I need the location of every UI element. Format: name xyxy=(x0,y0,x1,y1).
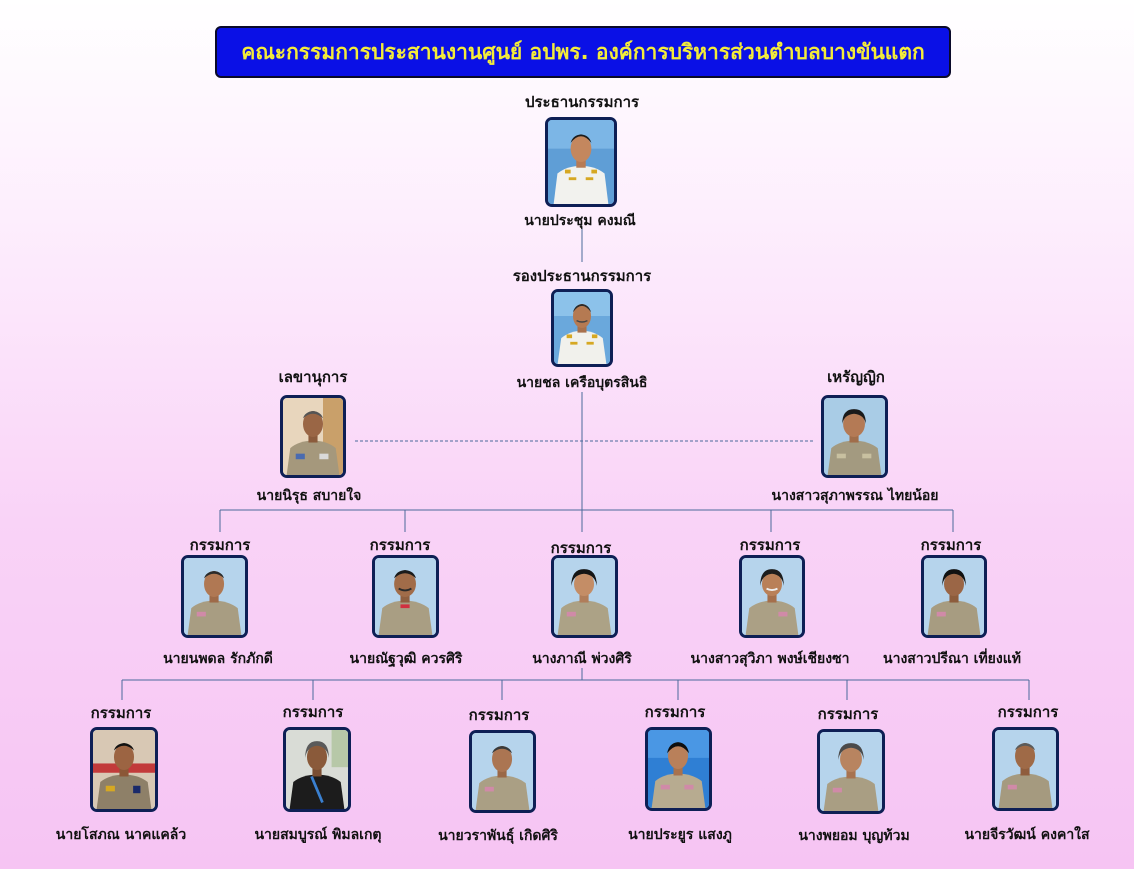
committee-row2-1-photo xyxy=(90,727,158,812)
chairman-role: ประธานกรรมการ xyxy=(524,93,640,111)
committee-row2-5-photo xyxy=(817,729,885,814)
committee-row1-5-role: กรรมการ xyxy=(920,536,982,554)
committee-row1-3-name: นางภาณี พ่วงศิริ xyxy=(532,651,632,667)
committee-row2-4-name: นายประยูร แสงภู xyxy=(628,827,732,843)
secretary-name: นายนิรุธ สบายใจ xyxy=(256,488,362,504)
secretary-role: เลขานุการ xyxy=(278,368,348,386)
committee-row2-6-photo xyxy=(992,727,1059,811)
committee-row1-2-name: นายณัฐวุฒิ ควรศิริ xyxy=(349,651,463,667)
committee-row1-5-photo xyxy=(921,555,987,638)
person-khaki-uniform-icon xyxy=(820,732,882,811)
committee-row2-4-role: กรรมการ xyxy=(644,703,706,721)
person-khaki-uniform-icon xyxy=(648,730,709,808)
committee-row2-1-role: กรรมการ xyxy=(90,704,152,722)
committee-row2-4-photo xyxy=(645,727,712,811)
committee-row2-6-name: นายจีรวัฒน์ คงคาใส xyxy=(964,827,1090,843)
committee-row1-1-role: กรรมการ xyxy=(189,536,251,554)
person-khaki-uniform-icon xyxy=(184,558,245,635)
person-white-uniform-icon xyxy=(554,292,610,364)
committee-row1-4-photo xyxy=(739,555,805,638)
treasurer-name: นางสาวสุภาพรรณ ไทยน้อย xyxy=(771,488,939,504)
committee-row1-3-photo xyxy=(551,555,618,638)
committee-row2-6-role: กรรมการ xyxy=(997,703,1059,721)
person-khaki-uniform-icon xyxy=(93,730,155,809)
chairman-name: นายประชุม คงมณี xyxy=(524,213,636,229)
title-banner: คณะกรรมการประสานงานศูนย์ อปพร. องค์การบร… xyxy=(215,26,951,78)
committee-row1-5-name: นางสาวปรีณา เที่ยงแท้ xyxy=(883,651,1021,667)
person-khaki-uniform-icon xyxy=(742,558,802,635)
committee-row1-2-photo xyxy=(372,555,439,638)
person-khaki-uniform-icon xyxy=(554,558,615,635)
committee-row2-5-name: นางพยอม บุญท้วม xyxy=(798,828,910,844)
committee-row1-2-role: กรรมการ xyxy=(369,536,431,554)
committee-row1-4-role: กรรมการ xyxy=(739,536,801,554)
committee-row1-1-name: นายนพดล รักภักดี xyxy=(163,651,273,667)
committee-row2-2-role: กรรมการ xyxy=(282,703,344,721)
person-khaki-uniform-icon xyxy=(283,398,343,475)
vice-chairman-role: รองประธานกรรมการ xyxy=(512,267,652,285)
committee-row1-3-role: กรรมการ xyxy=(550,539,612,557)
secretary-photo xyxy=(280,395,346,478)
treasurer-photo xyxy=(821,395,888,478)
committee-row2-3-photo xyxy=(469,730,536,813)
treasurer-role: เหรัญญิก xyxy=(827,368,885,386)
person-khaki-uniform-icon xyxy=(995,730,1056,808)
person-dark-shirt-icon xyxy=(286,730,348,809)
chart-title: คณะกรรมการประสานงานศูนย์ อปพร. องค์การบร… xyxy=(241,39,925,64)
committee-row2-3-role: กรรมการ xyxy=(468,706,530,724)
person-khaki-uniform-icon xyxy=(375,558,436,635)
committee-row2-5-role: กรรมการ xyxy=(817,705,879,723)
committee-row1-1-photo xyxy=(181,555,248,638)
committee-row1-4-name: นางสาวสุวิภา พงษ์เชียงซา xyxy=(690,651,850,667)
committee-row2-3-name: นายวราพันธุ์ เกิดศิริ xyxy=(438,828,558,844)
person-khaki-uniform-icon xyxy=(824,398,885,475)
vice-chairman-name: นายชล เครือบุตรสินธิ xyxy=(516,375,648,391)
committee-row2-1-name: นายโสภณ นาคแคล้ว xyxy=(55,827,187,843)
chairman-photo xyxy=(545,117,617,207)
person-khaki-uniform-icon xyxy=(472,733,533,810)
person-white-uniform-icon xyxy=(548,120,614,204)
committee-row2-2-photo xyxy=(283,727,351,812)
vice-chairman-photo xyxy=(551,289,613,367)
person-khaki-uniform-icon xyxy=(924,558,984,635)
committee-row2-2-name: นายสมบูรณ์ พิมลเกตุ xyxy=(254,827,382,843)
